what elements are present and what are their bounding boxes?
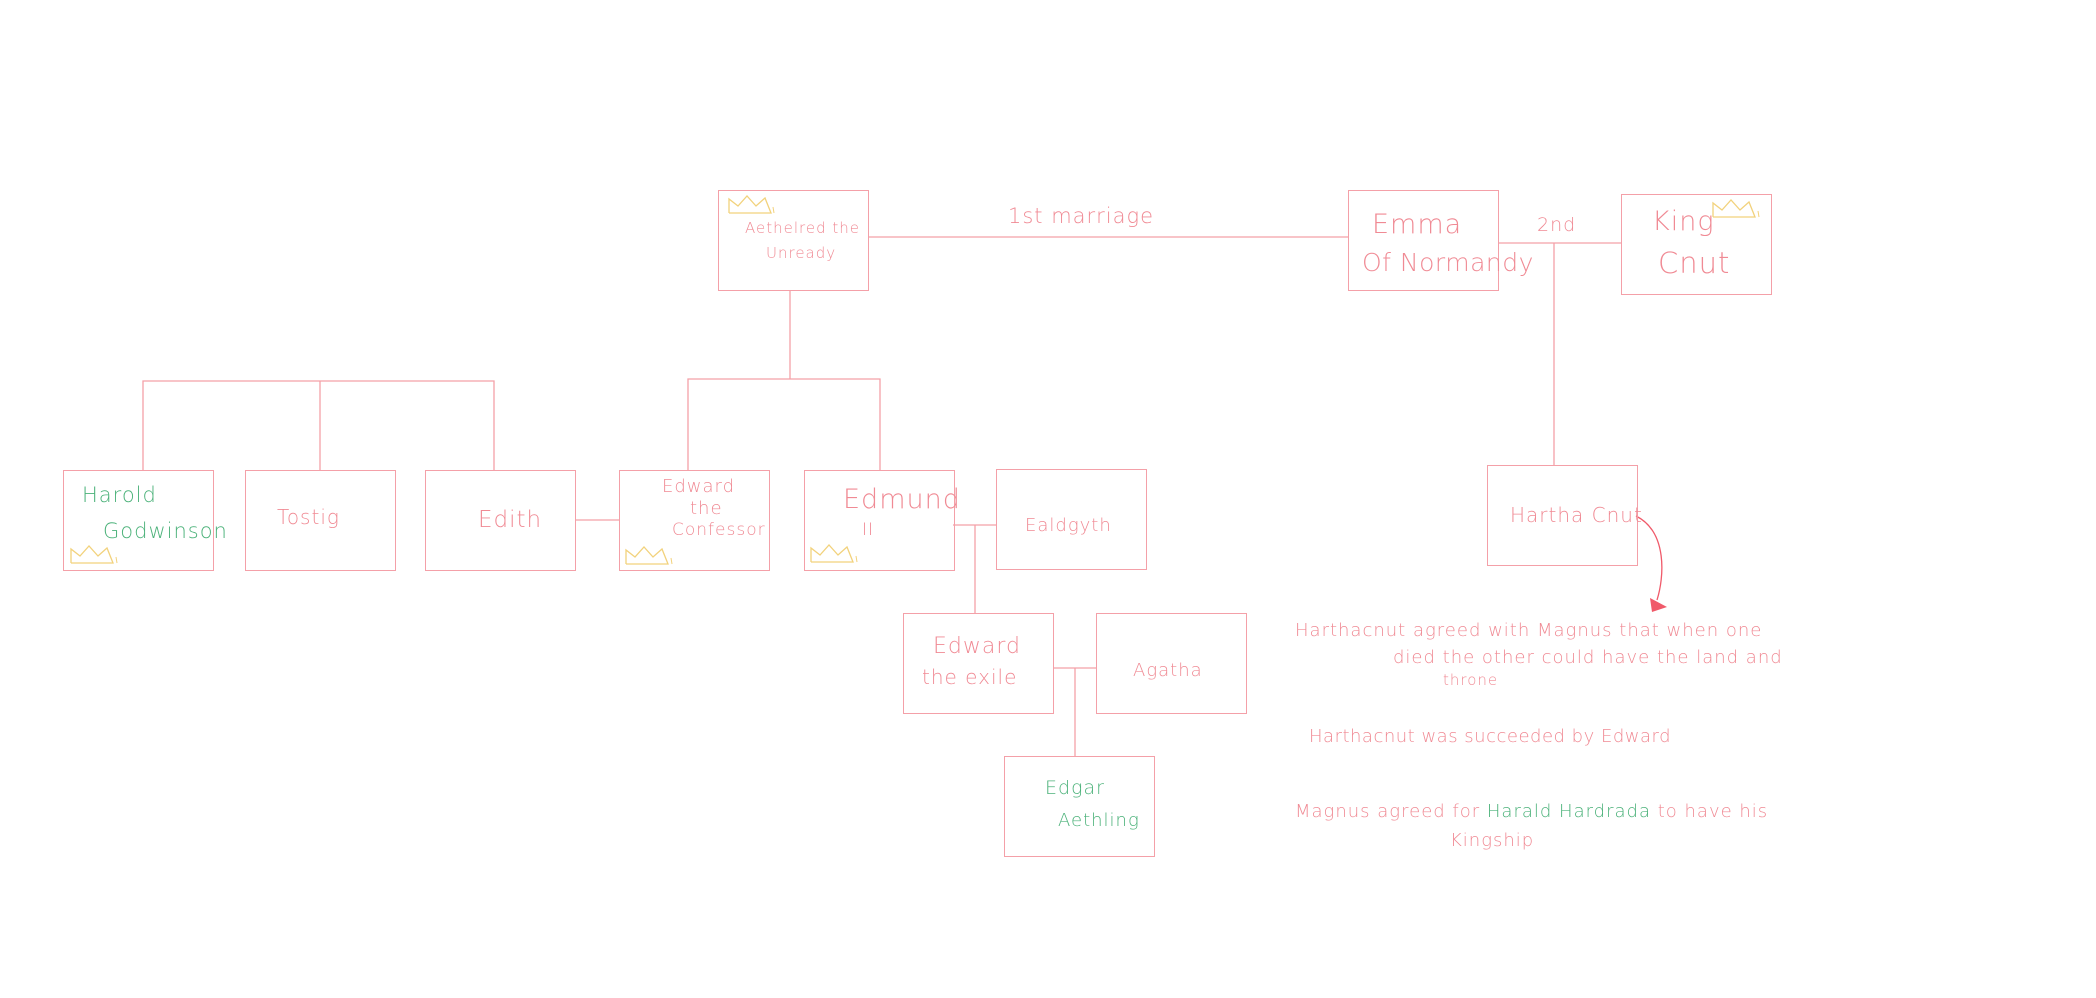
person-name-harold-line2: Godwinson [103, 519, 228, 543]
person-name-emma-line1: Emma [1372, 209, 1463, 240]
note-harthacnut-succeeded: Harthacnut was succeeded by Edward [1309, 726, 1672, 747]
person-name-cnut-line1: King [1652, 206, 1715, 237]
arrow-line [1635, 515, 1663, 601]
crown-icon [810, 544, 858, 563]
note-magnus-hardrada-pre: Magnus agreed for [1295, 801, 1487, 822]
person-name-edgar-line2: Aethling [1058, 810, 1140, 831]
note-magnus-hardrada-name: Harald Hardrada [1486, 801, 1651, 822]
person-name-edward-confessor-line2: the [690, 498, 723, 519]
crown-icon [1712, 199, 1760, 218]
person-name-agatha: Agatha [1133, 660, 1203, 681]
arrow-head [1650, 598, 1667, 612]
person-name-edward-exile-line2: the exile [922, 665, 1018, 689]
person-name-edward-exile-line1: Edward [933, 634, 1021, 659]
person-box-tostig[interactable] [245, 470, 396, 571]
person-box-aethelred[interactable] [718, 190, 869, 291]
person-name-edmund-line2: II [862, 520, 875, 540]
person-box-agatha[interactable] [1096, 613, 1247, 714]
person-box-hartha-cnut[interactable] [1487, 465, 1638, 566]
person-box-emma[interactable] [1348, 190, 1499, 291]
relation-label-second: 2nd [1537, 214, 1577, 236]
person-name-ealdgyth: Ealdgyth [1025, 515, 1112, 536]
person-name-harold-line1: Harold [82, 483, 157, 507]
person-name-edmund-line1: Edmund [843, 484, 961, 515]
note-harthacnut-magnus-line1: Harthacnut agreed with Magnus that when … [1295, 620, 1763, 641]
person-name-cnut-line2: Cnut [1658, 246, 1731, 280]
person-box-edward-confessor[interactable] [619, 470, 770, 571]
note-harthacnut-magnus-line3: throne [1443, 671, 1499, 689]
descent-line-aethelred-children [687, 378, 881, 470]
note-magnus-hardrada-line2: Kingship [1450, 830, 1535, 851]
person-name-edward-confessor-line1: Edward [662, 476, 736, 497]
note-harthacnut-magnus-line2: died the other could have the land and [1393, 647, 1783, 668]
crown-icon [728, 195, 775, 214]
relation-label-first-marriage: 1st marriage [1008, 204, 1155, 228]
person-box-ealdgyth[interactable] [996, 469, 1147, 570]
note-magnus-hardrada-line1: Magnus agreed for Harald Hardrada to hav… [1295, 801, 1768, 822]
person-box-cnut[interactable] [1621, 194, 1772, 295]
descent-line-godwin-children [142, 380, 495, 470]
person-box-edgar[interactable] [1004, 756, 1155, 857]
note-magnus-hardrada-post: to have his [1651, 801, 1769, 822]
person-name-edith: Edith [478, 507, 543, 533]
person-name-edgar-line1: Edgar [1045, 777, 1105, 799]
person-box-harold[interactable] [63, 470, 214, 571]
person-name-aethelred-line2: Unready [766, 244, 837, 262]
person-box-edward-exile[interactable] [903, 613, 1054, 714]
person-name-edward-confessor-line3: Confessor [672, 520, 766, 540]
crown-icon [70, 545, 118, 564]
person-name-tostig: Tostig [277, 505, 340, 529]
person-box-edmund[interactable] [804, 470, 955, 571]
person-box-edith[interactable] [425, 470, 576, 571]
crown-icon [625, 546, 673, 565]
person-name-hartha-cnut: Hartha Cnut [1510, 503, 1643, 527]
person-name-aethelred-line1: Aethelred the [745, 219, 860, 237]
person-name-emma-line2: Of Normandy [1362, 248, 1534, 277]
